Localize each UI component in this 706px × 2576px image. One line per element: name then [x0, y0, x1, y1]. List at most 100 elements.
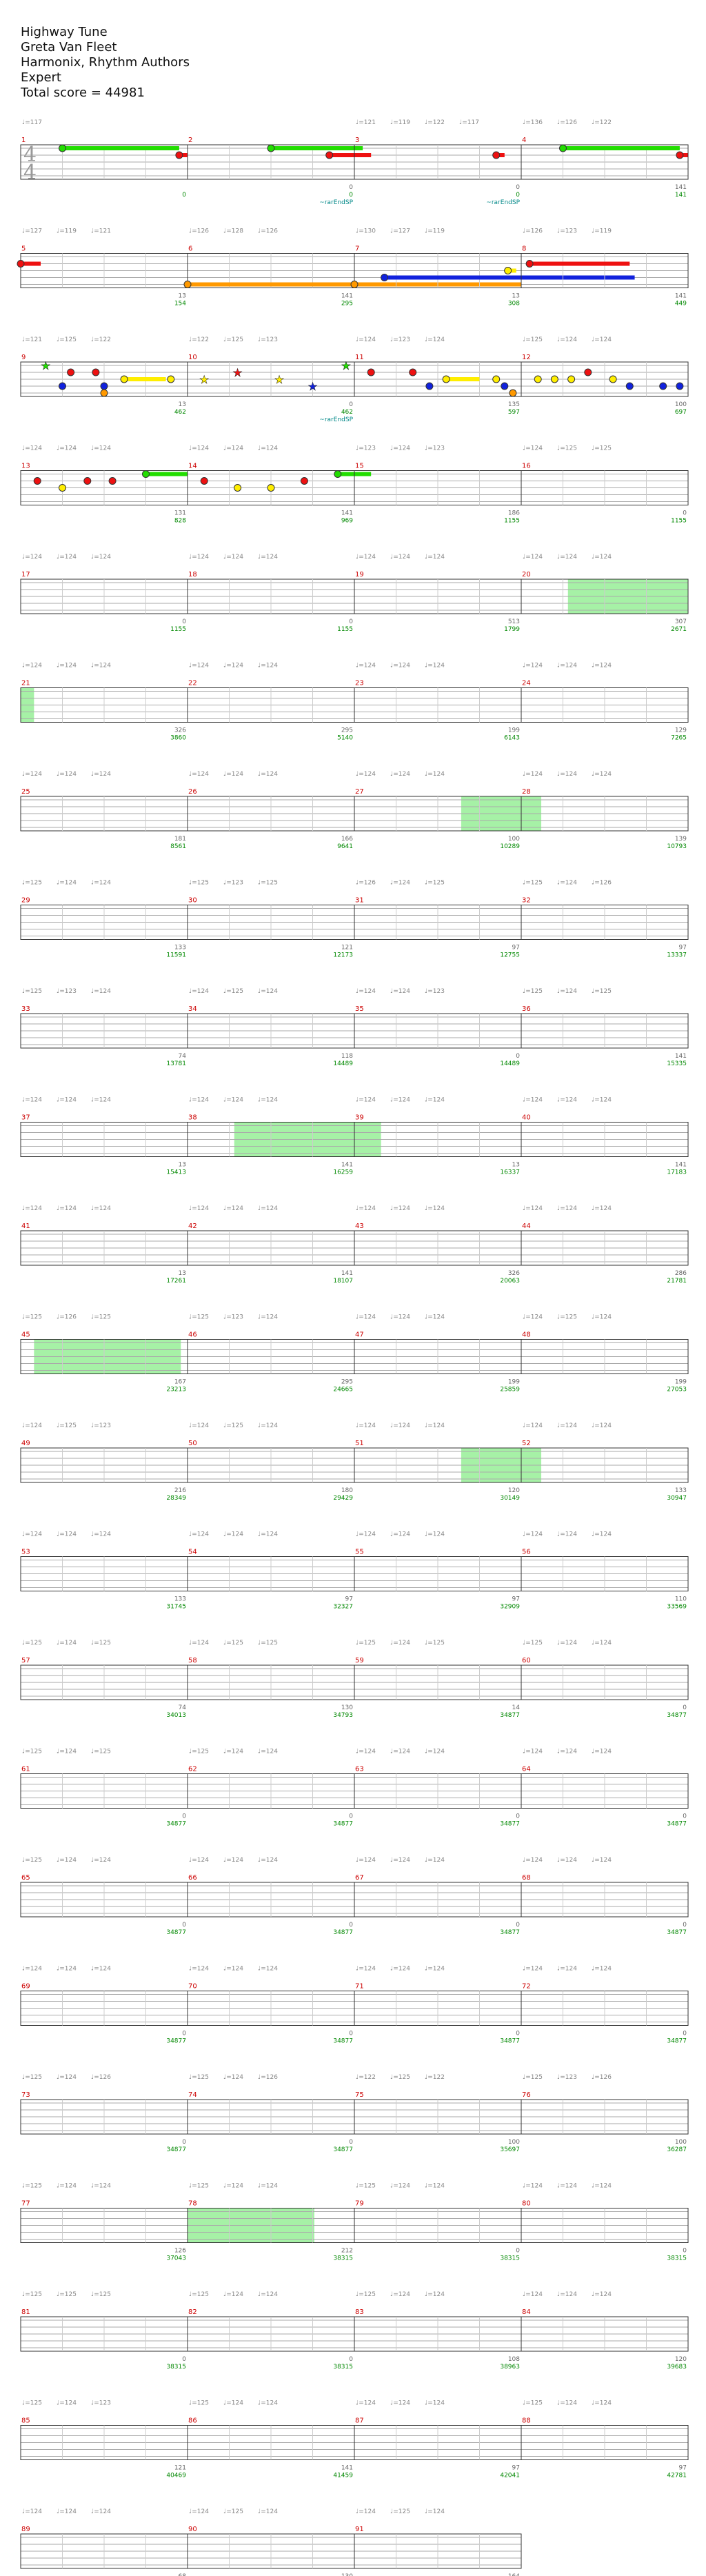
tempo-marker: ♩=124: [523, 2291, 543, 2298]
tempo-marker: ♩=124: [523, 1314, 543, 1321]
measure-score: 34877: [333, 2146, 353, 2153]
tempo-marker: ♩=122: [592, 119, 612, 126]
tempo-marker: ♩=124: [223, 663, 243, 670]
measure-score: 23213: [166, 1387, 186, 1393]
measure-gain: 97: [512, 2465, 520, 2472]
measure-gain: 0: [349, 2031, 353, 2037]
measure-score: 36287: [667, 2146, 687, 2153]
tempo-marker: ♩=124: [22, 2508, 42, 2515]
note-gem: [381, 274, 389, 281]
measure-number: 75: [355, 2091, 364, 2099]
measure-gain: 295: [341, 727, 353, 734]
measure-number: 45: [21, 1331, 30, 1339]
measure-number: 59: [355, 1657, 364, 1664]
tempo-marker: ♩=124: [258, 663, 278, 670]
note-gem: [59, 144, 66, 152]
time-signature-denominator: 4: [23, 161, 37, 185]
measure-number: 40: [522, 1114, 531, 1122]
measure-score: 34877: [166, 2146, 186, 2153]
note-gem: [550, 375, 558, 383]
measure-number: 14: [188, 463, 197, 470]
measure-gain: 199: [675, 1379, 687, 1386]
tempo-marker: ♩=124: [557, 1749, 577, 1755]
sustain-bar: [124, 377, 166, 381]
star-note-icon: ★: [341, 359, 351, 372]
sp-label: ~rarEndSP: [486, 199, 520, 206]
tempo-marker: ♩=126: [189, 228, 209, 235]
measure-score: 24665: [333, 1387, 353, 1393]
note-gem: [501, 382, 509, 390]
tempo-marker: ♩=124: [425, 2508, 445, 2515]
tempo-marker: ♩=126: [356, 880, 376, 887]
tempo-marker: ♩=124: [223, 1205, 243, 1212]
measure-score: 39683: [667, 2364, 687, 2371]
measure-gain: 100: [675, 2139, 687, 2146]
tempo-marker: ♩=124: [258, 988, 278, 995]
measure-gain: 13: [179, 293, 186, 300]
tempo-marker: ♩=124: [57, 1749, 77, 1755]
measure-number: 66: [188, 1874, 197, 1882]
tempo-marker: ♩=123: [557, 228, 577, 235]
measure-number: 37: [21, 1114, 30, 1122]
measure-score: 10793: [667, 843, 687, 850]
tempo-marker: ♩=124: [390, 1422, 410, 1429]
tempo-marker: ♩=124: [557, 1097, 577, 1104]
tempo-marker: ♩=125: [189, 2074, 209, 2081]
tempo-marker: ♩=124: [189, 1966, 209, 1973]
measure-score: 25859: [500, 1387, 520, 1393]
tempo-marker: ♩=124: [390, 1205, 410, 1212]
measure-score: 16337: [500, 1169, 520, 1176]
measure-gain: 13: [179, 401, 186, 408]
note-gem: [59, 382, 66, 390]
note-gem: [534, 375, 542, 383]
measure-number: 46: [188, 1331, 197, 1339]
measure-gain: 186: [508, 510, 520, 517]
measure-number: 91: [355, 2526, 364, 2533]
measure-score: 42041: [500, 2473, 520, 2479]
tempo-marker: ♩=124: [91, 2183, 111, 2190]
measure-gain: 130: [341, 2573, 353, 2576]
note-gem: [334, 470, 342, 478]
measure-number: 69: [21, 1983, 30, 1991]
tempo-marker: ♩=122: [425, 119, 445, 126]
tempo-marker: ♩=126: [57, 1314, 77, 1321]
tempo-marker: ♩=124: [592, 1531, 612, 1538]
tempo-marker: ♩=124: [189, 1640, 209, 1647]
measure-score: 30149: [500, 1495, 520, 1502]
tempo-marker: ♩=124: [592, 1749, 612, 1755]
tempo-marker: ♩=125: [22, 1314, 42, 1321]
measure-gain: 212: [341, 2248, 353, 2255]
measure-score: 34877: [333, 1929, 353, 1936]
note-gem: [267, 484, 275, 492]
measure-number: 49: [21, 1440, 30, 1447]
measure-gain: 131: [174, 510, 186, 517]
tempo-marker: ♩=124: [22, 445, 42, 452]
tempo-marker: ♩=125: [22, 2291, 42, 2298]
measure-gain: 0: [516, 2031, 520, 2037]
tempo-marker: ♩=124: [390, 771, 410, 778]
measure-number: 84: [522, 2308, 531, 2316]
tempo-marker: ♩=124: [258, 2183, 278, 2190]
measure-number: 71: [355, 1983, 364, 1991]
tempo-marker: ♩=124: [223, 554, 243, 561]
measure-number: 90: [188, 2526, 197, 2533]
note-gem: [175, 151, 183, 159]
tempo-marker: ♩=119: [57, 228, 77, 235]
tempo-marker: ♩=124: [223, 1531, 243, 1538]
measure-score: 462: [174, 409, 186, 416]
tempo-marker: ♩=125: [57, 336, 77, 343]
measure-score: 0: [349, 192, 353, 199]
measure-gain: 216: [174, 1487, 186, 1494]
tempo-marker: ♩=125: [223, 2508, 243, 2515]
tempo-marker: ♩=124: [356, 1422, 376, 1429]
measure-gain: 0: [349, 618, 353, 625]
tempo-marker: ♩=123: [557, 2074, 577, 2081]
measure-score: 14489: [333, 1060, 353, 1067]
measure-number: 81: [21, 2308, 30, 2316]
tempo-marker: ♩=130: [356, 228, 376, 235]
tempo-marker: ♩=124: [57, 2400, 77, 2407]
measure-gain: 120: [675, 2356, 687, 2363]
tempo-marker: ♩=124: [57, 2183, 77, 2190]
tempo-marker: ♩=124: [425, 1531, 445, 1538]
measure-score: 154: [174, 301, 186, 308]
